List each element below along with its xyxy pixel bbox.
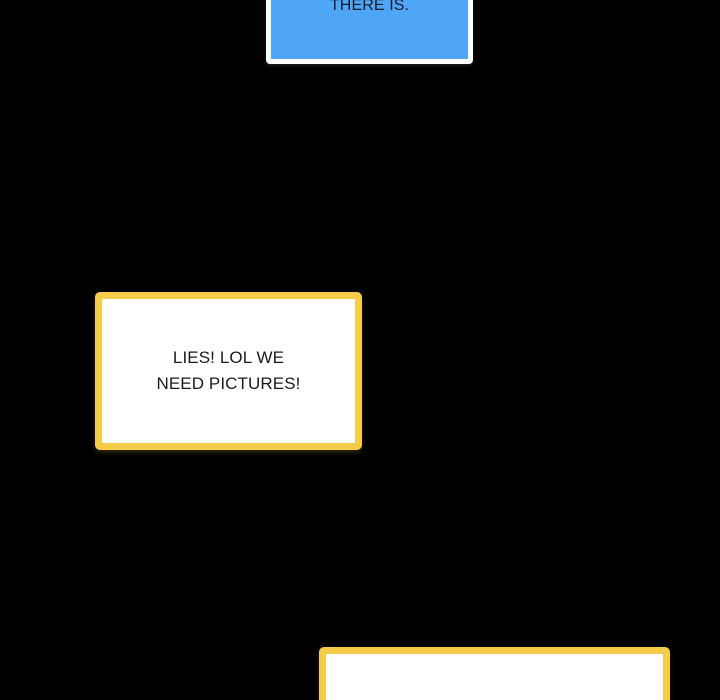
speech-card-there-is-text: THERE IS.	[329, 0, 410, 15]
speech-card-lies-text: LIES! LOL WE NEED PICTURES!	[156, 347, 301, 393]
speech-card-bottom[interactable]	[319, 647, 670, 700]
speech-card-lies[interactable]: LIES! LOL WE NEED PICTURES!	[95, 292, 362, 450]
speech-card-there-is[interactable]: THERE IS.	[266, 0, 473, 64]
